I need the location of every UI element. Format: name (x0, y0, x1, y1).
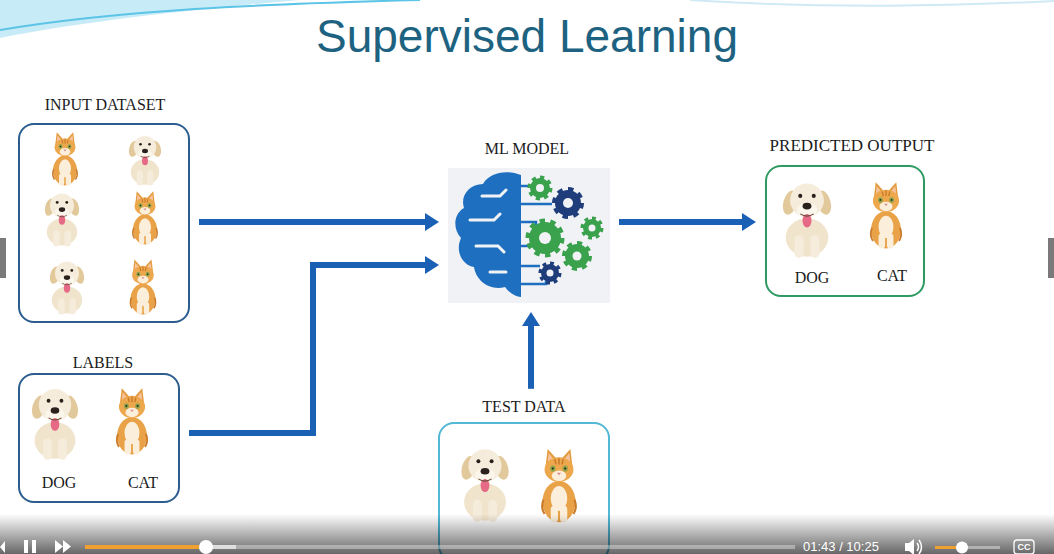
image-group-box: INPUT DATASET (18, 123, 190, 323)
progress-bar (85, 540, 795, 554)
gear (529, 222, 561, 254)
prev-icon (0, 541, 5, 553)
flow-arrow (189, 256, 439, 433)
volume-slider (935, 542, 1000, 554)
pause-icon (24, 540, 36, 553)
group-heading: TEST DATA (482, 398, 565, 416)
class-label: DOG (795, 269, 830, 287)
group-heading: PREDICTED OUTPUT (770, 136, 935, 156)
gear (583, 219, 601, 237)
image-group-box: PREDICTED OUTPUTDOGCAT (765, 165, 925, 297)
arrow-head (522, 312, 540, 326)
gear (530, 178, 550, 198)
arrow-shaft (528, 325, 534, 389)
arrow-head (425, 256, 439, 274)
gear (555, 190, 581, 216)
brain-gear-icon (448, 168, 610, 303)
model-icon-box: ML MODEL (448, 168, 610, 303)
output-images (780, 182, 901, 258)
arrow-head (742, 213, 756, 231)
group-heading: ML MODEL (485, 140, 569, 158)
arrow-shaft (189, 265, 426, 433)
slide-title: Supervised Learning (316, 10, 738, 63)
caption-button (1014, 540, 1034, 554)
group-heading: LABELS (73, 354, 133, 372)
class-label: CAT (128, 474, 158, 492)
flow-arrow (199, 213, 439, 231)
arrow-shaft (619, 219, 743, 225)
flow-arrow (522, 312, 540, 389)
group-heading: INPUT DATASET (45, 96, 166, 114)
skip-icon (55, 540, 71, 553)
volume-icon (905, 539, 922, 554)
class-label: CAT (877, 267, 907, 285)
test-images (459, 449, 576, 522)
gear (541, 264, 559, 282)
arrow-head (425, 213, 439, 231)
arrow-shaft (199, 219, 426, 225)
gear (565, 244, 589, 268)
label-images (30, 388, 148, 460)
image-group-box: LABELSDOGCAT (18, 373, 180, 503)
player-shade (0, 514, 1054, 554)
class-label: DOG (42, 474, 77, 492)
input-images (43, 132, 163, 314)
flow-arrow (619, 213, 756, 231)
